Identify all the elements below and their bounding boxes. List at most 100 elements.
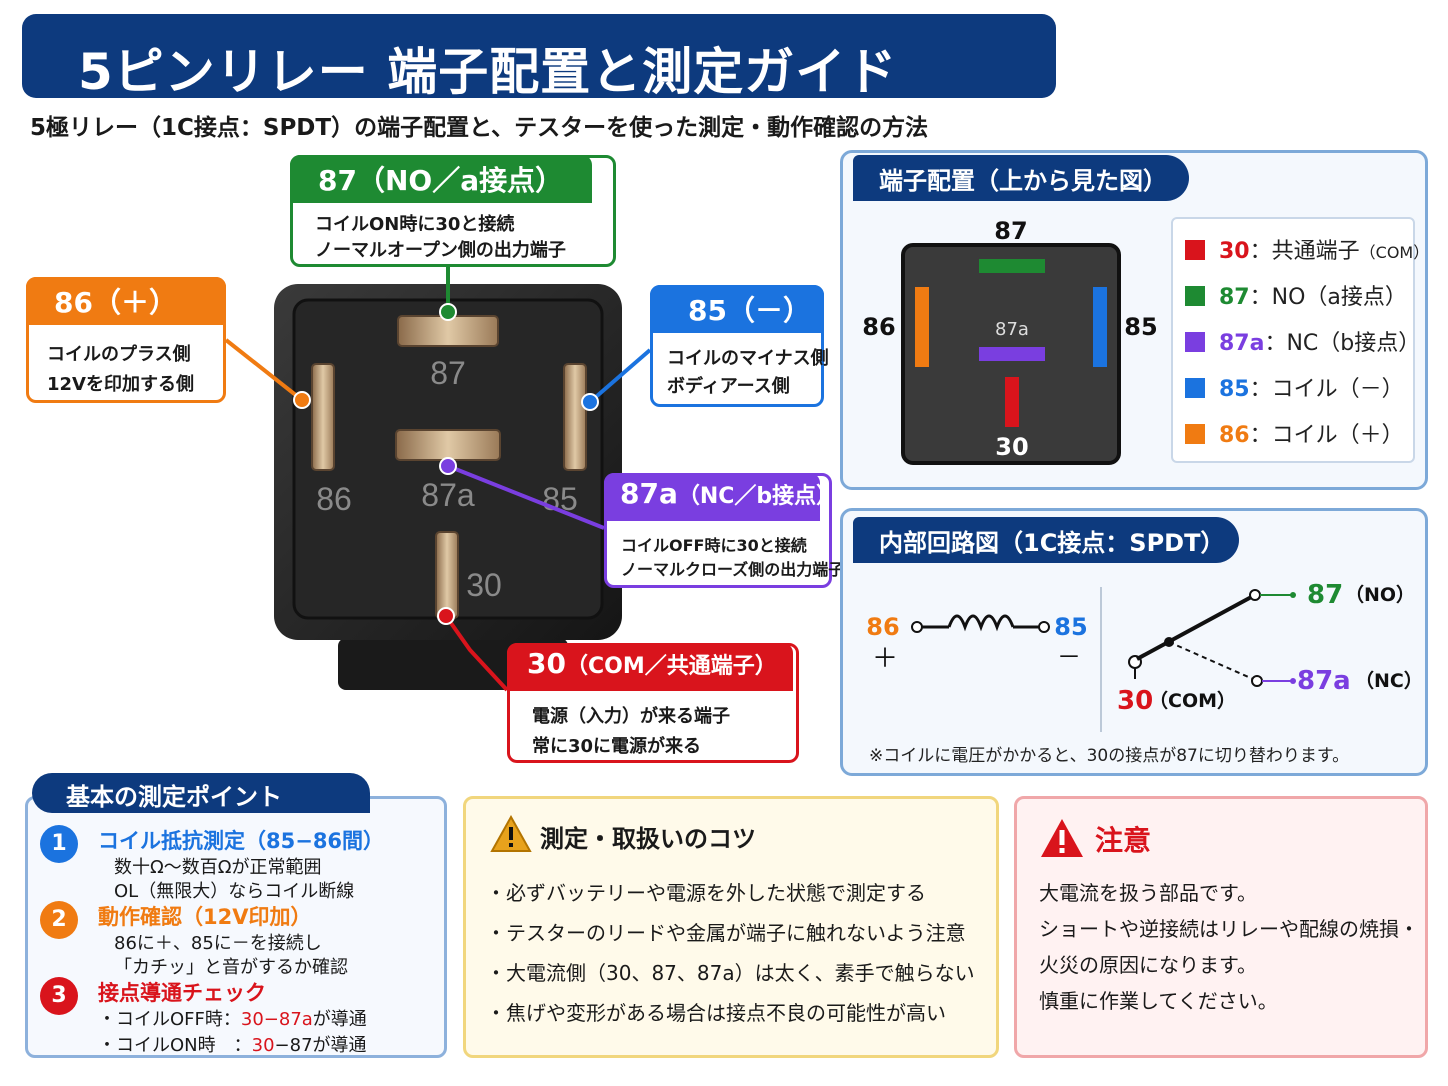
measure-badge-1: 1 xyxy=(40,825,78,863)
legend-desc-87a: ：NC（b接点） xyxy=(1264,331,1421,356)
legend-row-30: 30：共通端子（COM） xyxy=(1185,233,1430,264)
circuit-note: ※コイルに電圧がかかると、30の接点が87に切り替わります。 xyxy=(869,746,1350,766)
callout-87-title: 87（NO／a接点） xyxy=(290,155,592,203)
callout-87a-title-num: 87a xyxy=(620,477,678,510)
circuit-title: 内部回路図（1C接点：SPDT） xyxy=(853,517,1239,563)
legend-swatch-86 xyxy=(1185,424,1205,444)
dot-30 xyxy=(437,607,455,625)
dot-86 xyxy=(293,391,311,409)
warning-line-3: 火災の原因になります。 xyxy=(1039,953,1257,977)
coil-winding xyxy=(947,614,1015,632)
legend-num-87: 87 xyxy=(1219,285,1250,310)
measure-desc-1a: 数十Ω〜数百Ωが正常範囲 xyxy=(114,857,322,878)
tips-title: 測定・取扱いのコツ xyxy=(540,825,756,853)
callout-pin-30: 30（COM／共通端子） 電源（入力）が来る端子 常に30に電源が来る xyxy=(507,643,799,763)
measure-3a-prefix: ・コイルOFF時： xyxy=(98,1009,241,1030)
legend-tiny-30: （COM） xyxy=(1359,243,1430,262)
coil-plus-sign: ＋ xyxy=(872,644,898,674)
measure-title-1: コイル抵抗測定（85−86間） xyxy=(98,829,385,853)
measure-title-3: 接点導通チェック xyxy=(98,981,266,1005)
pin-layout-label-30: 30 xyxy=(995,433,1028,461)
measure-badge-3: 3 xyxy=(40,977,78,1015)
photo-label-30: 30 xyxy=(466,567,502,603)
callout-30-line1: 電源（入力）が来る端子 xyxy=(532,706,730,727)
circuit-diagram: 86 ＋ 85 － 87 （NO） 87a （NC） 30 （COM） xyxy=(866,580,1423,732)
tip-1: ・必ずバッテリーや電源を外した状態で測定する xyxy=(486,881,926,905)
legend-num-87a: 87a xyxy=(1219,331,1265,356)
connector-85 xyxy=(588,348,652,404)
switch-label-87: 87 xyxy=(1307,580,1343,610)
warning-box: 注意 大電流を扱う部品です。 ショートや逆接続はリレーや配線の焼損・ 火災の原因… xyxy=(1014,796,1428,1058)
circuit-panel: 内部回路図（1C接点：SPDT） 86 ＋ 85 － 87 （NO） 87a （… xyxy=(840,508,1428,776)
callout-85-line1: コイルのマイナス側 xyxy=(667,348,829,369)
legend-desc-86: ：コイル（＋） xyxy=(1249,423,1404,448)
warning-line-2: ショートや逆接続はリレーや配線の焼損・ xyxy=(1039,917,1419,941)
warning-triangle-icon xyxy=(490,815,532,852)
pin-layout-86 xyxy=(915,287,929,367)
pin-layout-87a xyxy=(979,347,1045,361)
dot-87a xyxy=(439,457,457,475)
pin-layout-85 xyxy=(1093,287,1107,367)
legend-swatch-85 xyxy=(1185,378,1205,398)
callout-86-title: 86（＋） xyxy=(26,277,226,325)
callout-30-line2: 常に30に電源が来る xyxy=(532,736,702,757)
warning-title: 注意 xyxy=(1095,824,1152,857)
dot-85 xyxy=(581,393,599,411)
callout-pin-87: 87（NO／a接点） コイルON時に30と接続 ノーマルオープン側の出力端子 xyxy=(290,155,616,267)
measure-3b-pins: 30 xyxy=(251,1035,275,1056)
switch-nc-dot xyxy=(1290,678,1296,684)
pin-layout-label-85: 85 xyxy=(1124,313,1157,341)
pin-layout-title: 端子配置（上から見た図） xyxy=(853,155,1189,201)
callout-30-title-num: 30 xyxy=(527,647,566,680)
pin-86-blade xyxy=(311,363,335,471)
measure-3b-prefix: ・コイルON時 ： xyxy=(98,1035,252,1056)
pin-legend: 30：共通端子（COM） 87：NO（a接点） 87a：NC（b接点） 85：コ… xyxy=(1171,217,1429,463)
coil-minus-sign: － xyxy=(1057,643,1081,671)
pin-layout-panel: 端子配置（上から見た図） 87 86 85 87a 30 30：共通端子（COM… xyxy=(840,150,1429,490)
legend-desc-87: ：NO（a接点） xyxy=(1249,285,1407,310)
pin-layout-30 xyxy=(1005,377,1019,427)
title-bar: 5ピンリレー 端子配置と測定ガイド xyxy=(22,14,1056,101)
connector-86 xyxy=(224,338,304,402)
switch-nc-terminal xyxy=(1251,675,1263,687)
warning-line-4: 慎重に作業してください。 xyxy=(1039,989,1278,1013)
switch-no-dot xyxy=(1290,592,1296,598)
callout-87-line2: ノーマルオープン側の出力端子 xyxy=(315,240,566,261)
callout-87a-title-tag: （NC／b接点） xyxy=(677,484,839,509)
tip-2: ・テスターのリードや金属が端子に触れないよう注意 xyxy=(486,921,966,945)
callout-pin-87a: 87a（NC／b接点） コイルOFF時に30と接続 ノーマルクローズ側の出力端子 xyxy=(604,473,844,588)
pin-layout-label-87a: 87a xyxy=(995,319,1029,340)
switch-label-87a: 87a xyxy=(1297,666,1351,696)
legend-swatch-30 xyxy=(1185,240,1205,260)
measure-title-2: 動作確認（12V印加） xyxy=(98,905,312,929)
switch-label-30: 30 xyxy=(1117,686,1153,716)
callout-87a-title: 87a（NC／b接点） xyxy=(604,473,838,521)
legend-num-86: 86 xyxy=(1219,423,1250,448)
switch-no-terminal xyxy=(1249,589,1261,601)
measurement-box: 1 コイル抵抗測定（85−86間） 数十Ω〜数百Ωが正常範囲 OL（無限大）なら… xyxy=(25,796,447,1058)
legend-row-86: 86：コイル（＋） xyxy=(1185,417,1404,448)
coil-label-86: 86 xyxy=(866,613,899,641)
photo-label-86: 86 xyxy=(316,481,352,517)
callout-86-line1: コイルのプラス側 xyxy=(47,344,191,365)
switch-arm xyxy=(1136,593,1256,661)
tip-4: ・焦げや変形がある場合は接点不良の可能性が高い xyxy=(486,1001,946,1025)
measure-desc-1b: OL（無限大）ならコイル断線 xyxy=(114,881,355,902)
tips-box: 測定・取扱いのコツ ・必ずバッテリーや電源を外した状態で測定する ・テスターのリ… xyxy=(463,796,999,1058)
callout-87a-line2: ノーマルクローズ側の出力端子 xyxy=(621,560,845,579)
pin-layout-label-86: 86 xyxy=(862,313,895,341)
pin-layout-87 xyxy=(979,259,1045,273)
measure-3a-suffix: が導通 xyxy=(312,1009,367,1030)
legend-swatch-87a xyxy=(1185,332,1205,352)
pin-85-blade xyxy=(563,363,587,471)
pin-layout-label-87: 87 xyxy=(994,217,1027,245)
connector-30 xyxy=(444,614,509,692)
switch-tag-com: （COM） xyxy=(1149,689,1236,712)
coil-label-85: 85 xyxy=(1054,613,1087,641)
photo-label-87a: 87a xyxy=(421,477,475,513)
switch-nc-dashed xyxy=(1168,641,1254,680)
callout-86-line2: 12Vを印加する側 xyxy=(47,374,194,395)
switch-tag-no: （NO） xyxy=(1345,583,1415,606)
measurement-title: 基本の測定ポイント xyxy=(32,773,370,813)
callout-pin-85: 85（－） コイルのマイナス側 ボディアース側 xyxy=(650,285,829,407)
